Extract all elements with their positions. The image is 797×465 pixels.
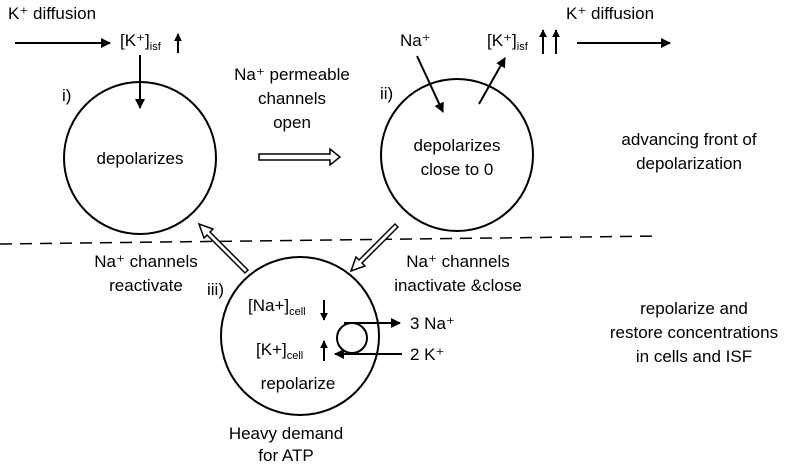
na-permeable-line1: Na⁺ permeable bbox=[234, 65, 350, 84]
reactivate-line1: Na⁺ channels bbox=[94, 252, 197, 271]
advancing-front-line1: advancing front of bbox=[621, 130, 756, 149]
inactivate-line1: Na⁺ channels bbox=[406, 252, 509, 271]
circle-depolarizes bbox=[63, 81, 217, 235]
na-permeable-line2: channels bbox=[258, 89, 326, 108]
circle-depolarizes-close-to-0 bbox=[380, 78, 534, 232]
step-iii-label: iii) bbox=[207, 280, 224, 299]
k-diffusion-right-label: K⁺ diffusion bbox=[566, 4, 654, 23]
hollow-arrow-ii-to-iii bbox=[349, 222, 400, 273]
circle-ii-text-line2: close to 0 bbox=[421, 160, 494, 179]
pump-k-in-label: 2 K⁺ bbox=[410, 345, 445, 364]
k-diffusion-left-label: K⁺ diffusion bbox=[8, 4, 96, 23]
restore-line2: restore concentrations bbox=[610, 323, 778, 342]
atp-line1: Heavy demand bbox=[229, 424, 343, 443]
circle-ii-text-line1: depolarizes bbox=[414, 136, 501, 155]
na-permeable-line3: open bbox=[273, 113, 311, 132]
na-entry-arrow bbox=[416, 55, 444, 113]
atp-line2: for ATP bbox=[258, 446, 313, 465]
repolarize-label: repolarize bbox=[261, 374, 336, 393]
dashed-divider bbox=[0, 235, 661, 245]
na-plus-label: Na⁺ bbox=[400, 31, 431, 50]
restore-line1: repolarize and bbox=[640, 299, 748, 318]
advancing-front-line2: depolarization bbox=[636, 154, 742, 173]
step-ii-label: ii) bbox=[380, 84, 393, 103]
pump-na-out-label: 3 Na⁺ bbox=[410, 314, 455, 333]
restore-line3: in cells and ISF bbox=[636, 347, 752, 366]
reactivate-line2: reactivate bbox=[109, 276, 183, 295]
na-k-pump bbox=[336, 322, 368, 354]
circle-repolarize bbox=[220, 256, 380, 416]
inactivate-line2: inactivate &close bbox=[394, 276, 522, 295]
na-cell-label: [Na+]cell bbox=[248, 296, 306, 318]
k-cell-label: [K+]cell bbox=[256, 340, 303, 362]
circle-i-text: depolarizes bbox=[97, 149, 184, 168]
step-i-label: i) bbox=[62, 86, 71, 105]
k-isf-label-right: [K⁺]isf bbox=[487, 31, 529, 53]
k-isf-label-left: [K⁺]isf bbox=[120, 31, 162, 53]
hollow-arrow-i-to-ii bbox=[258, 147, 342, 167]
hollow-arrow-iii-to-i bbox=[197, 222, 250, 275]
k-exit-arrow bbox=[478, 57, 506, 105]
